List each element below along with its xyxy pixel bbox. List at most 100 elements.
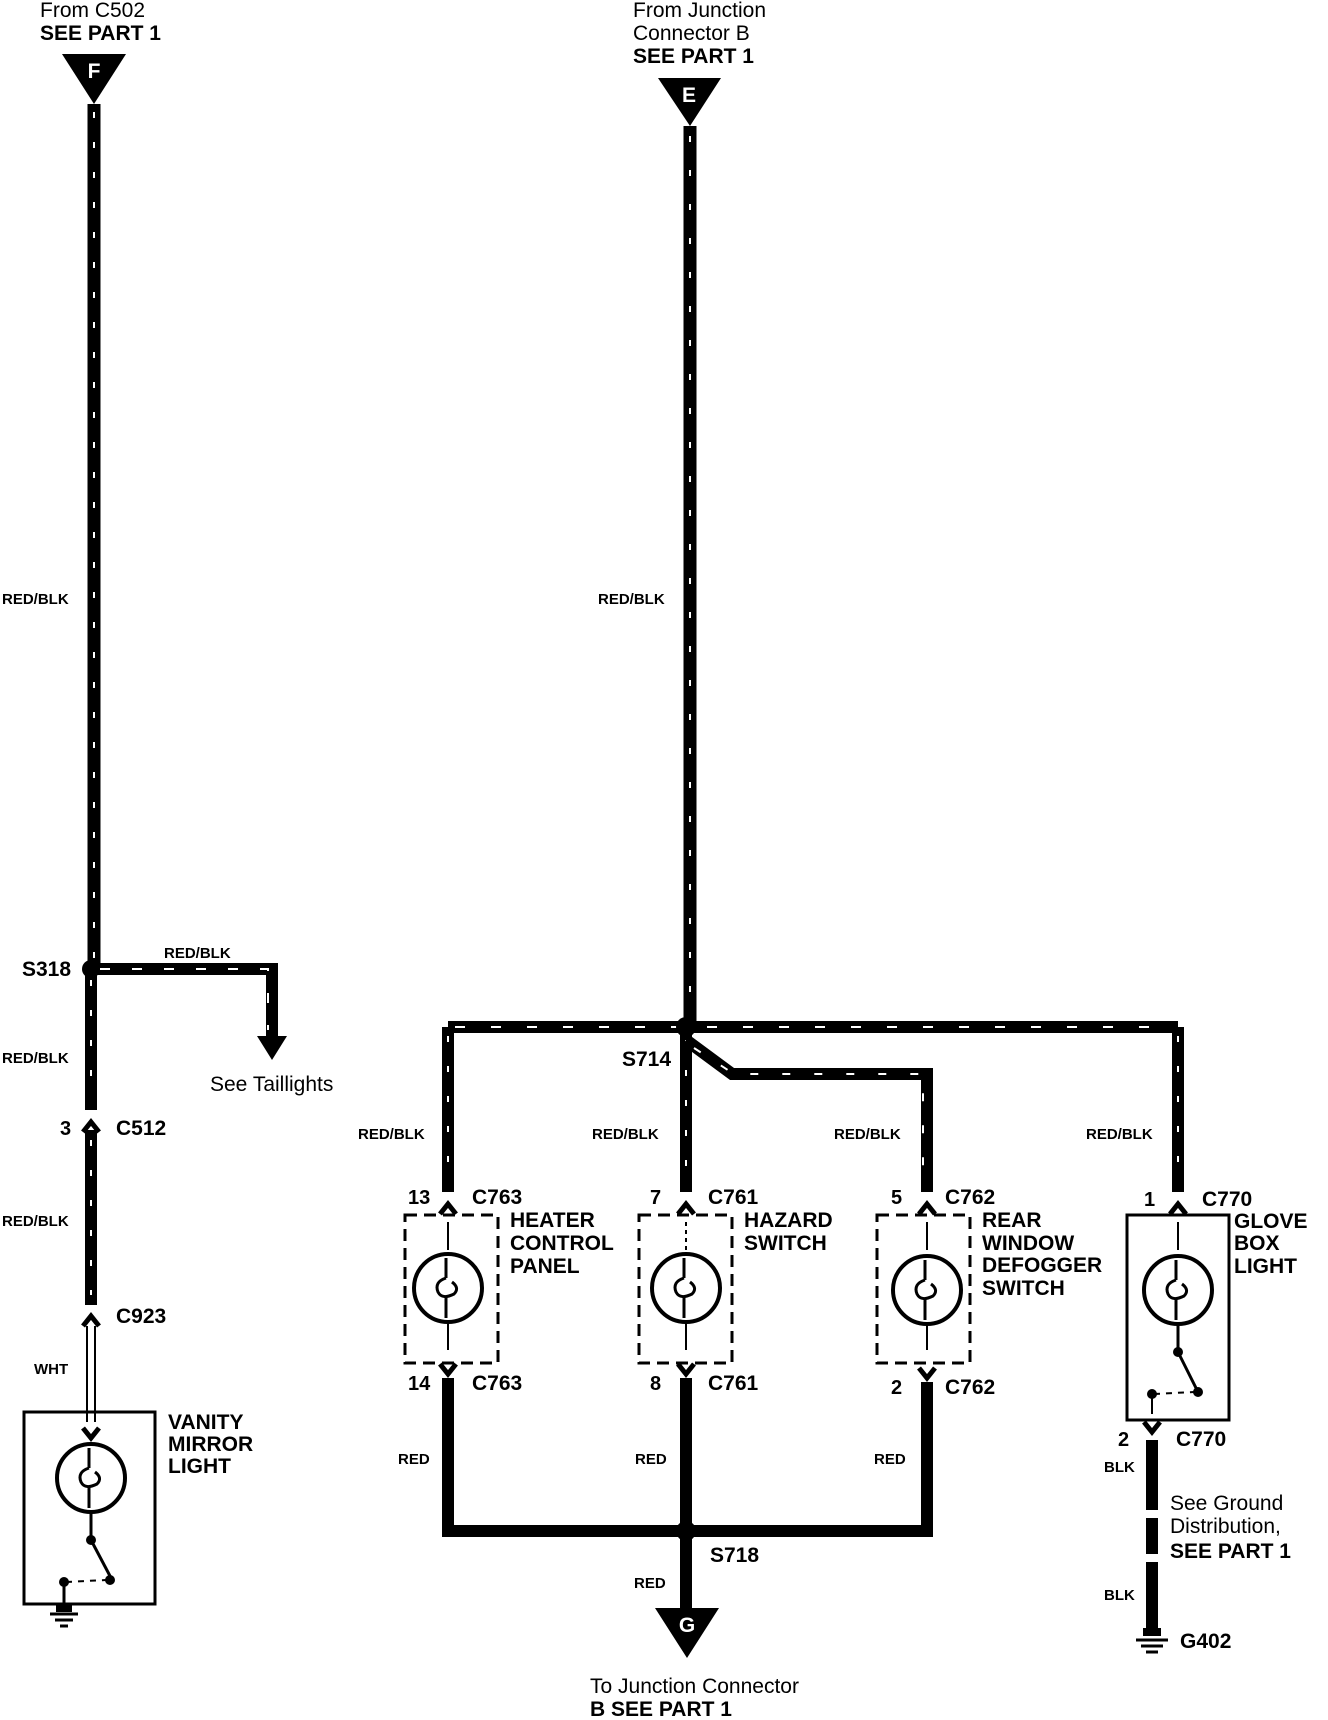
destination-g-triangle [655,1608,719,1658]
connector-c770-top-name: C770 [1202,1188,1252,1211]
connector-c763-top-name: C763 [472,1186,522,1209]
connector-c762-bottom-pin-number: 2 [891,1377,902,1399]
connector-c762-top-name: C762 [945,1186,995,1209]
connector-c770-top-pin [1170,1204,1186,1214]
connector-c763-bottom-pin-number: 14 [408,1373,431,1395]
glovebox-label-2: BOX [1234,1232,1280,1255]
ground-note-2: Distribution, [1170,1515,1281,1538]
wire-label-defogger-feed: RED/BLK [834,1126,901,1143]
connector-c761-top-pin [678,1204,694,1214]
vanity-switch-dashes [65,1579,107,1583]
defogger-label-4: SWITCH [982,1277,1065,1300]
connector-c762-bottom-pin [919,1368,935,1378]
defogger-label-3: DEFOGGER [982,1254,1102,1277]
heater-label-2: CONTROL [510,1232,614,1255]
wire-s318-branch-stripe [100,968,269,1030]
destination-g-line1: To Junction Connector [590,1675,799,1698]
connector-c761-top-name: C761 [708,1186,759,1209]
source-e-line1: From Junction [633,0,766,22]
connector-c761-bottom-pin [678,1364,694,1374]
source-e-line2: Connector B [633,22,750,45]
wire-label-vanity-feed: WHT [34,1361,68,1378]
destination-g-symbol: G [679,1614,695,1637]
connector-c763-bottom-pin [440,1364,456,1374]
glovebox-switch-dashes [1153,1391,1195,1395]
connector-c770-top-pin-number: 1 [1144,1189,1155,1211]
wire-label-s318-c512: RED/BLK [2,1050,69,1067]
wire-s318-branch [91,963,278,1040]
hazard-label-2: SWITCH [744,1232,827,1255]
connector-c512-name: C512 [116,1117,166,1140]
destination-g-line2: B SEE PART 1 [590,1698,732,1720]
source-f-triangle [62,54,126,104]
connector-c770-bottom-name: C770 [1176,1428,1226,1451]
glovebox-label-1: GLOVE [1234,1210,1308,1233]
heater-control-panel-box [403,1213,500,1365]
vanity-inner-pin [83,1428,99,1438]
vanity-label-1: VANITY [168,1411,243,1434]
glovebox-switch-lever [1176,1351,1198,1389]
wire-defogger-feed [682,1035,933,1192]
wire-label-hazard-return: RED [635,1451,667,1468]
wire-label-heater-return: RED [398,1451,430,1468]
glovebox-label-3: LIGHT [1234,1255,1297,1278]
source-f-line1: From C502 [40,0,145,22]
hazard-label-1: HAZARD [744,1209,833,1232]
connector-c763-top-pin-number: 13 [408,1187,430,1209]
connector-c761-bottom-pin-number: 8 [650,1373,661,1395]
taillights-arrow [257,1036,287,1060]
wire-label-glovebox-ground-2: BLK [1104,1587,1135,1604]
wire-defogger-feed-stripe [693,1047,924,1184]
connector-c763-top-pin [440,1204,456,1214]
vanity-label-2: MIRROR [168,1433,253,1456]
wire-label-f-main: RED/BLK [2,591,69,608]
wire-label-to-g: RED [634,1575,666,1592]
connector-c923-pin [83,1316,99,1326]
source-e-symbol: E [682,84,696,107]
vanity-label-3: LIGHT [168,1455,231,1478]
wire-label-glovebox-ground-1: BLK [1104,1459,1135,1476]
source-f-line2: SEE PART 1 [40,22,161,45]
glovebox-switch-contact [1193,1387,1203,1397]
ground-g402-label: G402 [1180,1630,1231,1653]
wire-label-hazard-feed: RED/BLK [592,1126,659,1143]
splice-s718-label: S718 [710,1544,759,1567]
wire-label-e-main: RED/BLK [598,591,665,608]
ground-note-1: See Ground [1170,1492,1283,1515]
splice-s318-label: S318 [22,958,71,981]
vanity-ground-icon [50,1604,78,1628]
connector-c770-bottom-pin-number: 2 [1118,1429,1129,1451]
hazard-switch-box [637,1213,734,1365]
connector-c762-top-pin-number: 5 [891,1187,902,1209]
source-f-symbol: F [88,60,101,83]
heater-label-3: PANEL [510,1255,580,1278]
defogger-switch-box [875,1213,972,1365]
defogger-bulb-icon [891,1254,963,1326]
g402-ground-icon [1136,1628,1168,1654]
wire-label-glovebox-feed: RED/BLK [1086,1126,1153,1143]
source-e-triangle [658,78,721,126]
heater-bulb-icon [412,1252,484,1324]
connector-c923-name: C923 [116,1305,166,1328]
connector-c762-bottom-name: C762 [945,1376,995,1399]
connector-c763-bottom-name: C763 [472,1372,522,1395]
defogger-label-1: REAR [982,1209,1042,1232]
connector-c761-bottom-name: C761 [708,1372,759,1395]
vanity-mirror-light-box [22,1410,157,1606]
connector-c770-bottom-pin [1144,1422,1160,1432]
vanity-bulb-icon [55,1442,127,1514]
vanity-switch-lever [89,1539,112,1577]
wire-label-defogger-return: RED [874,1451,906,1468]
taillights-note: See Taillights [210,1073,333,1096]
ground-note-3: SEE PART 1 [1170,1540,1291,1563]
connector-c761-top-pin-number: 7 [650,1187,661,1209]
heater-label-1: HEATER [510,1209,595,1232]
glovebox-bulb-icon [1142,1254,1214,1326]
wire-label-s318-branch: RED/BLK [164,945,231,962]
glove-box-light-box [1125,1213,1231,1422]
defogger-label-2: WINDOW [982,1232,1074,1255]
source-e-line3: SEE PART 1 [633,45,754,68]
splice-s714-label: S714 [622,1048,671,1071]
wire-label-heater-feed: RED/BLK [358,1126,425,1143]
